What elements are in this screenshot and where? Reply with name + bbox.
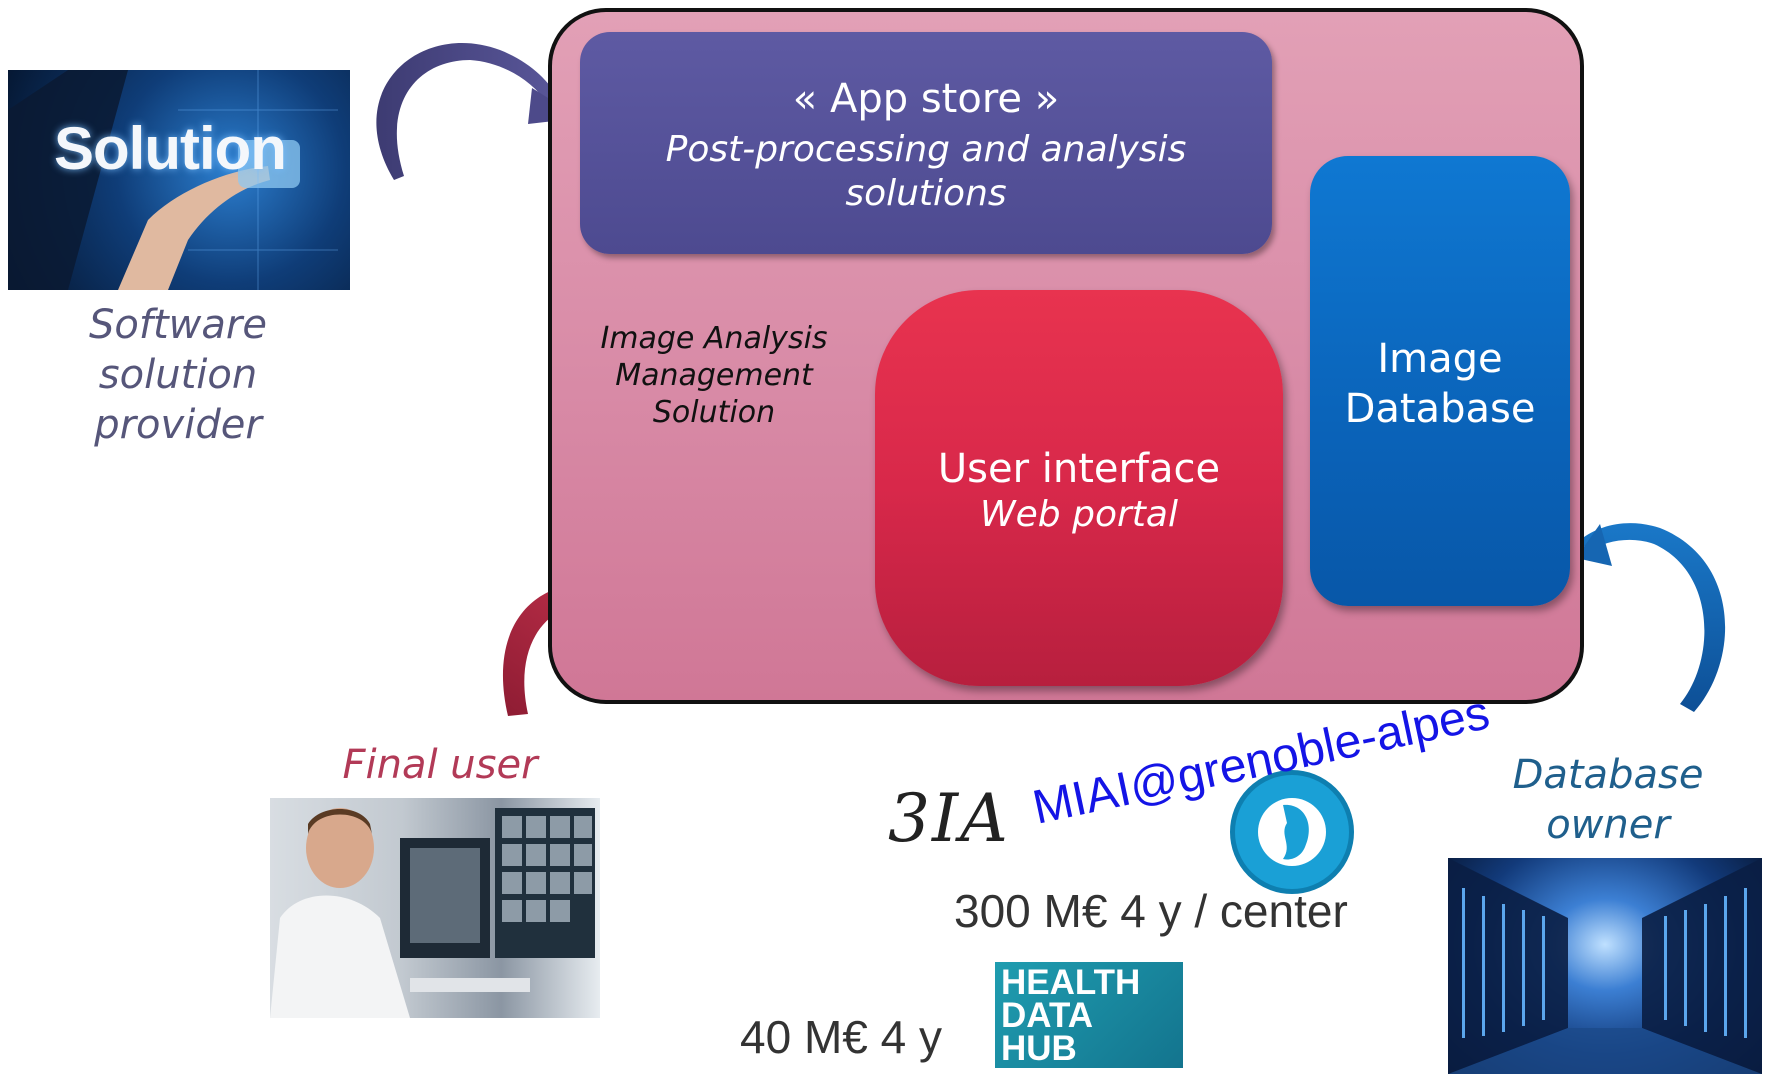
user-interface-subtitle: Web portal (980, 494, 1178, 535)
image-database-label: Image Database (1344, 336, 1536, 432)
final-user-photo (270, 798, 600, 1018)
health-data-hub-logo: HEALTH DATA HUB (995, 962, 1183, 1068)
investissements-avenir-logo (1230, 770, 1354, 894)
label-3ia: 3IA (888, 780, 1010, 857)
image-database-box: Image Database (1310, 156, 1570, 606)
solution-word: Solution (54, 115, 287, 182)
app-store-subtitle: Post-processing and analysis solutions (665, 129, 1187, 214)
role-database-owner: Database owner (1512, 752, 1704, 848)
user-interface-box: User interface Web portal (875, 290, 1283, 686)
solution-photo: Solution (8, 70, 350, 290)
app-store-box: « App store » Post-processing and analys… (580, 32, 1272, 254)
user-interface-title: User interface (937, 446, 1221, 492)
app-store-title: « App store » (792, 76, 1060, 122)
funding-hdh-amount: 40 M€ 4 y (740, 1011, 942, 1063)
role-software-provider: Software solution provider (89, 302, 267, 448)
role-final-user: Final user (342, 742, 538, 788)
platform-label: Image Analysis Management Solution (600, 321, 828, 430)
arrow-dbowner-to-database (1576, 523, 1726, 712)
database-owner-photo (1448, 858, 1762, 1074)
funding-3ia-amount: 300 M€ 4 y / center (954, 885, 1348, 937)
